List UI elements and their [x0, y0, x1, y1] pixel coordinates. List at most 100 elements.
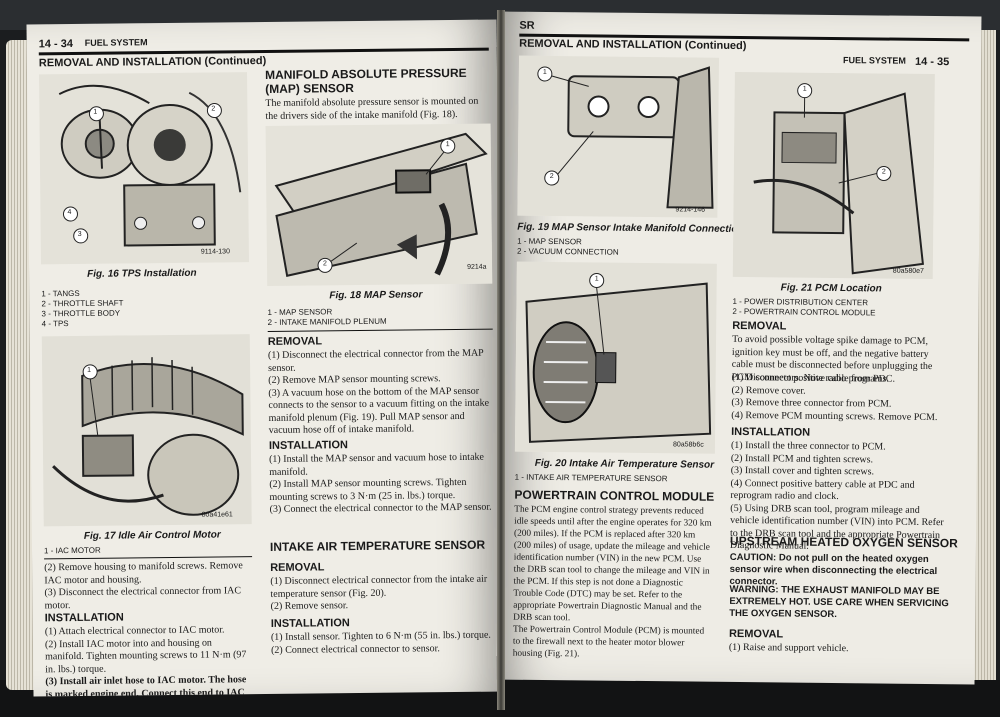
left-page: 14 - 34 FUEL SYSTEM REMOVAL AND INSTALLA…: [26, 19, 504, 697]
figure-map-connection: 1 2 9214-146: [517, 55, 720, 218]
tps-illustration: [39, 72, 249, 265]
iac-installation-steps: (1) Attach electrical connector to IAC m…: [45, 624, 254, 696]
figure-legend: 1 - MAP SENSOR 2 - INTAKE MANIFOLD PLENU…: [267, 307, 386, 328]
section-name: FUEL SYSTEM: [842, 55, 906, 66]
page-number: 14 - 34: [38, 37, 74, 51]
divider: [267, 328, 493, 332]
pcm-body: The PCM engine control strategy prevents…: [513, 504, 715, 662]
paragraph: The PCM engine control strategy prevents…: [513, 504, 712, 624]
figure-caption: Fig. 16 TPS Installation: [87, 267, 197, 280]
callout-2: 2: [881, 168, 886, 176]
book-spine: [497, 10, 505, 710]
figure-iat-sensor: 1 80a58b6c: [514, 261, 717, 454]
section-heading: MANIFOLD ABSOLUTE PRESSURE (MAP) SENSOR: [264, 65, 467, 96]
map-removal-steps: (1) Disconnect the electrical connector …: [268, 348, 494, 438]
iat-removal-steps: (1) Disconnect electrical connector from…: [270, 574, 495, 614]
callout-1: 1: [445, 141, 450, 149]
step: (4) Remove PCM mounting screws. Remove P…: [731, 409, 938, 423]
figure-code: 9214a: [467, 263, 487, 271]
pcm-removal-steps: (1) Disconnect positive cable from PDC. …: [731, 372, 952, 424]
running-head: REMOVAL AND INSTALLATION (Continued): [38, 54, 267, 70]
step: (3) A vacuum hose on the bottom of the M…: [268, 385, 490, 436]
iat-installation-steps: (1) Install sensor. Tighten to 6 N·m (55…: [271, 630, 496, 657]
subheading: REMOVAL: [270, 561, 325, 574]
figure-tps-installation: 1 2 4 3 9114-130: [39, 72, 249, 265]
iat-illustration: [514, 261, 717, 454]
step: (2) Remove housing to manifold screws. R…: [44, 560, 243, 586]
section-heading: INTAKE AIR TEMPERATURE SENSOR: [269, 537, 486, 554]
figure-code: 80a41e61: [201, 511, 233, 519]
subheading: INSTALLATION: [44, 611, 124, 625]
figure-caption: Fig. 18 MAP Sensor: [329, 289, 423, 302]
step: (2) Install MAP sensor mounting screws. …: [269, 476, 467, 503]
callout-2: 2: [322, 260, 327, 268]
legend-item: 1 - INTAKE AIR TEMPERATURE SENSOR: [514, 472, 668, 484]
step: (3) Install air inlet hose to IAC motor.…: [45, 674, 247, 697]
subheading: INSTALLATION: [731, 425, 811, 439]
figure-caption: Fig. 21 PCM Location: [780, 282, 882, 295]
step: (3) Connect the electrical connector to …: [269, 501, 492, 515]
map-sensor-illustration: [265, 123, 493, 286]
iac-removal-continued: (2) Remove housing to manifold screws. R…: [44, 560, 253, 612]
callout-4: 4: [67, 209, 72, 217]
figure-code: 9114-130: [200, 248, 231, 256]
step: (1) Raise and support vehicle.: [728, 641, 849, 655]
step: (3) Disconnect the electrical connector …: [44, 585, 242, 611]
step: (2) Install IAC motor into and housing o…: [44, 637, 247, 675]
ho2s-removal-steps: (1) Raise and support vehicle.: [729, 642, 949, 657]
section-heading: UPSTREAM HEATED OXYGEN SENSOR: [729, 533, 958, 551]
step: (1) Disconnect electrical connector from…: [270, 573, 488, 600]
header-tag: SR: [519, 19, 535, 32]
subheading: INSTALLATION: [268, 439, 349, 452]
divider: [44, 556, 253, 560]
figure-caption: Fig. 20 Intake Air Temperature Sensor: [534, 457, 715, 471]
step: (1) Install the MAP sensor and vacuum ho…: [269, 451, 484, 478]
figure-legend: 1 - TANGS 2 - THROTTLE SHAFT 3 - THROTTL…: [41, 288, 124, 329]
section-name: FUEL SYSTEM: [84, 37, 148, 48]
page-number: 14 - 35: [914, 55, 950, 69]
right-page: SR REMOVAL AND INSTALLATION (Continued) …: [496, 11, 982, 685]
step: (1) Disconnect the electrical connector …: [267, 347, 484, 374]
step: (2) Connect electrical connector to sens…: [271, 642, 440, 656]
legend-item: 4 - TPS: [41, 319, 69, 329]
step: (1) Attach electrical connector to IAC m…: [44, 624, 225, 638]
running-head: REMOVAL AND INSTALLATION (Continued): [519, 37, 747, 53]
subheading: REMOVAL: [732, 319, 787, 333]
figure-legend: 1 - IAC MOTOR: [44, 546, 101, 557]
legend-item: 2 - INTAKE MANIFOLD PLENUM: [267, 316, 387, 327]
paragraph: The Powertrain Control Module (PCM) is m…: [512, 624, 705, 660]
figure-code: 80a580e7: [892, 267, 925, 275]
callout-1: 1: [594, 275, 599, 283]
callout-1: 1: [802, 85, 807, 93]
figure-code: 9214-146: [675, 206, 706, 214]
figure-legend: 1 - INTAKE AIR TEMPERATURE SENSOR: [515, 473, 668, 485]
legend-item: 1 - IAC MOTOR: [43, 545, 101, 556]
subheading: INSTALLATION: [270, 617, 350, 630]
figure-legend: 1 - POWER DISTRIBUTION CENTER 2 - POWERT…: [732, 297, 875, 318]
warning-note: WARNING: THE EXHAUST MANIFOLD MAY BE EXT…: [729, 583, 949, 621]
subheading: REMOVAL: [267, 335, 323, 348]
pcm-illustration: [732, 71, 935, 280]
legend-item: 2 - POWERTRAIN CONTROL MODULE: [732, 306, 876, 318]
map-connection-illustration: [517, 55, 720, 218]
callout-1: 1: [542, 68, 547, 76]
step: (4) Connect positive battery cable at PD…: [730, 477, 915, 503]
figure-iac-motor: 1 80a41e61: [41, 334, 252, 527]
callout-1: 1: [87, 366, 92, 374]
callout-1: 1: [93, 108, 98, 116]
figure-map-sensor: 1 2 9214a: [265, 123, 493, 286]
callout-2: 2: [211, 105, 216, 113]
figure-legend: 1 - MAP SENSOR 2 - VACUUM CONNECTION: [517, 237, 619, 258]
step: (2) Remove sensor.: [270, 600, 349, 612]
callout-2: 2: [549, 173, 554, 181]
legend-item: 3 - THROTTLE BODY: [41, 308, 121, 319]
step: (1) Install sensor. Tighten to 6 N·m (55…: [270, 629, 491, 643]
iac-illustration: [41, 334, 252, 527]
figure-caption: Fig. 17 Idle Air Control Motor: [83, 529, 221, 542]
callout-3: 3: [77, 230, 82, 238]
map-intro: The manifold absolute pressure sensor is…: [265, 95, 479, 122]
map-installation-steps: (1) Install the MAP sensor and vacuum ho…: [269, 452, 495, 517]
figure-pcm-location: 1 2 80a580e7: [732, 71, 935, 280]
subheading: REMOVAL: [728, 627, 784, 641]
legend-item: 2 - VACUUM CONNECTION: [516, 246, 619, 257]
